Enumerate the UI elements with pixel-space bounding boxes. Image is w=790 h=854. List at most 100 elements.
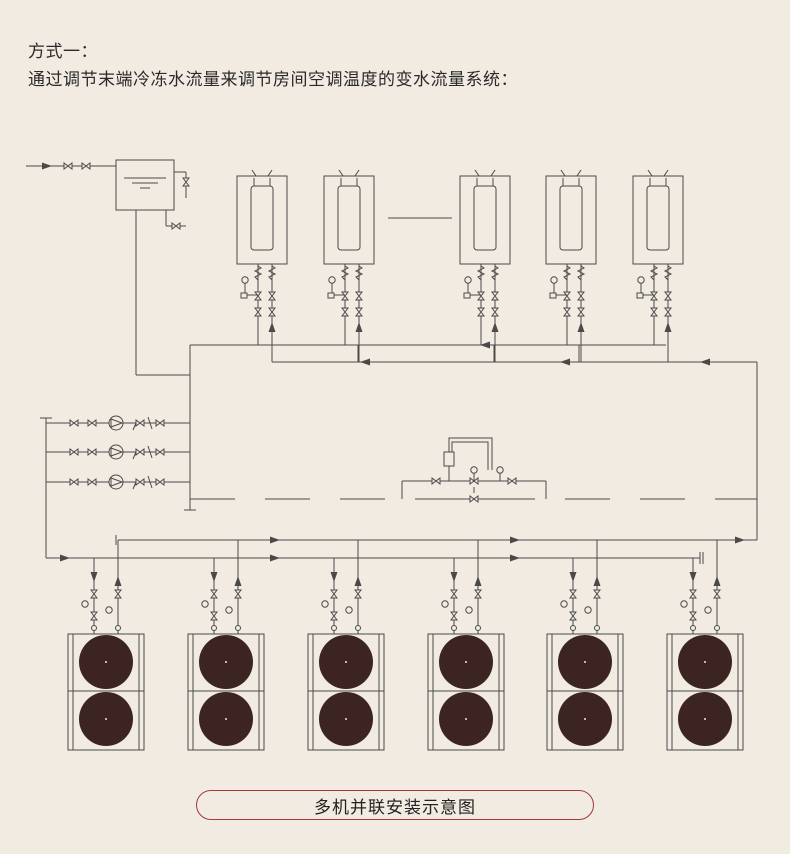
pressure-gauge-icon	[345, 606, 353, 614]
vent-line	[560, 169, 566, 177]
valve-icon	[69, 448, 79, 456]
terminal-unit	[459, 169, 511, 362]
union-joint-icon	[475, 625, 481, 631]
valve-icon	[268, 307, 276, 317]
valve-icon	[354, 589, 362, 599]
pressure-gauge-icon	[321, 600, 329, 608]
pressure-gauge-icon	[637, 276, 645, 284]
valve-icon	[135, 478, 145, 486]
flow-arrow-icon	[270, 536, 280, 544]
flow-arrow-icon	[713, 576, 721, 586]
valve-icon	[491, 307, 499, 317]
flexible-joint-icon	[576, 265, 586, 281]
pressure-gauge-icon	[81, 600, 89, 608]
flow-arrow-icon	[210, 572, 218, 582]
vent-line	[663, 169, 669, 177]
flexible-joint-icon	[649, 265, 659, 281]
valve-icon	[155, 448, 165, 456]
flow-arrow-icon	[735, 536, 745, 544]
valve-icon	[69, 419, 79, 427]
flow-arrow-icon	[491, 322, 499, 332]
valve-icon	[355, 307, 363, 317]
valve-icon	[477, 307, 485, 317]
union-joint-icon	[714, 625, 720, 631]
pressure-gauge-icon	[241, 276, 249, 284]
pressure-gauge-icon	[470, 466, 478, 474]
valve-icon	[90, 589, 98, 599]
valve-icon	[431, 477, 441, 485]
flow-arrow-icon	[474, 576, 482, 586]
valve-icon	[81, 162, 91, 170]
vent-line	[251, 169, 257, 177]
valve-icon	[563, 307, 571, 317]
expansion-tank	[115, 159, 175, 211]
union-joint-icon	[331, 625, 337, 631]
pressure-gauge-icon	[584, 606, 592, 614]
valve-icon	[341, 291, 349, 301]
valve-icon	[650, 307, 658, 317]
valve-icon	[330, 589, 338, 599]
pump-impeller-icon	[110, 477, 124, 487]
valve-icon	[210, 611, 218, 621]
fan-coil-body	[559, 185, 583, 251]
flexible-joint-icon	[476, 265, 486, 281]
pump-impeller-icon	[110, 418, 124, 428]
valve-icon	[689, 611, 697, 621]
valve-icon	[450, 589, 458, 599]
valve-icon	[469, 495, 479, 503]
flow-arrow-icon	[354, 576, 362, 586]
valve-icon	[171, 222, 181, 230]
flow-arrow-icon	[510, 536, 520, 544]
fan-hub-icon	[105, 718, 107, 720]
valve-icon	[330, 611, 338, 621]
fan-hub-icon	[584, 718, 586, 720]
flow-arrow-icon	[560, 358, 570, 366]
caption-box: 多机并联安装示意图	[196, 790, 594, 820]
valve-icon	[563, 291, 571, 301]
fan-hub-icon	[465, 661, 467, 663]
flexible-joint-icon	[267, 265, 277, 281]
bypass-valve-group	[401, 437, 547, 503]
vent-line	[354, 169, 360, 177]
thermometer-icon	[636, 292, 644, 299]
pressure-gauge-icon	[680, 600, 688, 608]
pressure-gauge-icon	[550, 276, 558, 284]
flow-arrow-icon	[569, 572, 577, 582]
fan-hub-icon	[584, 661, 586, 663]
vent-line	[576, 169, 582, 177]
valve-icon	[477, 291, 485, 301]
flow-arrow-icon	[700, 358, 710, 366]
circulation-pump	[46, 415, 190, 431]
flow-arrow-icon	[42, 162, 52, 170]
union-joint-icon	[451, 625, 457, 631]
flow-arrow-icon	[114, 576, 122, 586]
circulation-pump	[46, 444, 190, 460]
valve-icon	[713, 589, 721, 599]
main-pipes	[40, 341, 758, 564]
flow-arrow-icon	[268, 322, 276, 332]
pressure-gauge-icon	[704, 606, 712, 614]
thermometer-icon	[240, 292, 248, 299]
valve-icon	[182, 177, 190, 187]
valve-icon	[664, 307, 672, 317]
union-joint-icon	[690, 625, 696, 631]
outdoor-heat-pump-unit	[546, 540, 624, 751]
flow-arrow-icon	[330, 572, 338, 582]
flexible-joint-icon	[490, 265, 500, 281]
valve-icon	[474, 589, 482, 599]
pressure-sensing-tube	[448, 437, 493, 470]
pressure-sensing-tube	[451, 441, 489, 470]
check-valve-icon	[147, 416, 153, 430]
flow-arrow-icon	[689, 572, 697, 582]
valve-icon	[87, 419, 97, 427]
valve-icon	[63, 162, 73, 170]
outdoor-heat-pump-unit	[666, 540, 744, 751]
terminal-units	[236, 169, 684, 362]
actuator-icon	[443, 451, 455, 467]
flow-arrow-icon	[577, 322, 585, 332]
outdoor-units	[67, 540, 744, 751]
vent-line	[474, 169, 480, 177]
outdoor-heat-pump-unit	[67, 540, 145, 751]
vent-line	[338, 169, 344, 177]
